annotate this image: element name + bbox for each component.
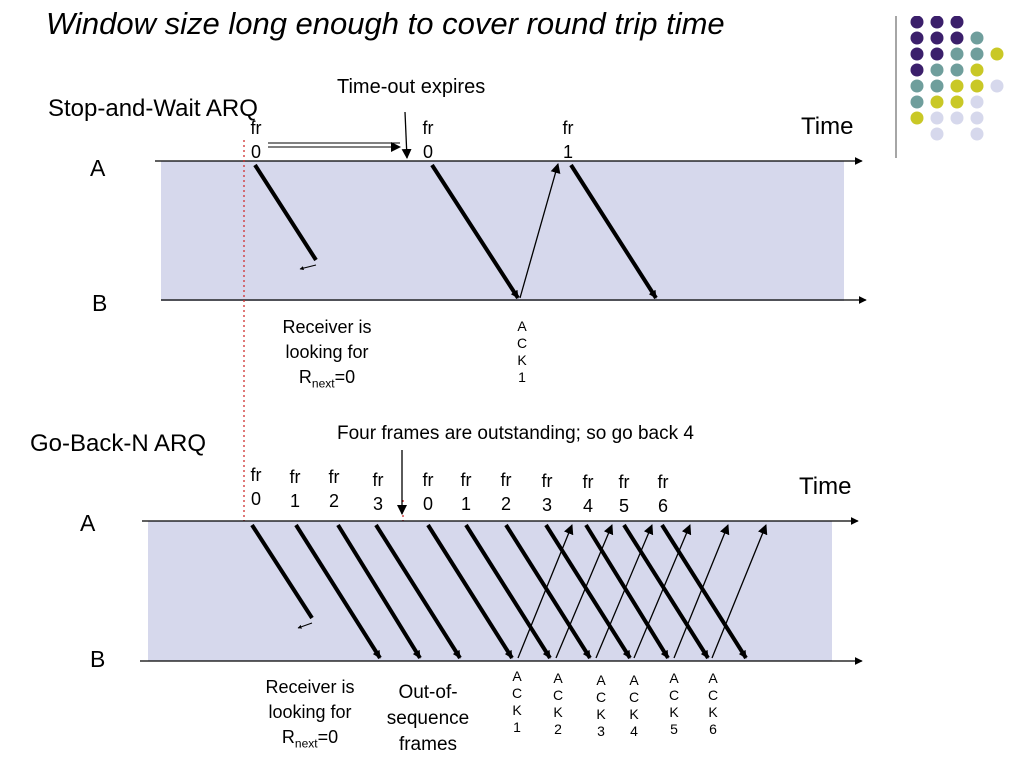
ack-arrow: [519, 163, 561, 299]
frame-arrow: [426, 523, 514, 660]
dot-grid-logo: [895, 16, 1004, 158]
frame-arrow: [544, 523, 632, 660]
outstanding-label: Four frames are outstanding; so go back …: [337, 423, 694, 444]
ack-arrow: [517, 524, 574, 659]
gbn-band: [148, 521, 832, 661]
frame-arrow: [569, 163, 658, 300]
frame-arrow: [622, 523, 710, 660]
frame-arrow: [504, 523, 592, 660]
gbn-frame-arrows: [294, 523, 748, 660]
timeout-label: Time-out expires: [337, 76, 486, 98]
ack-arrow: [595, 524, 654, 659]
frame-arrow-lost-tail: [299, 264, 317, 271]
frame-arrow: [430, 163, 520, 300]
ack-arrow: [673, 524, 730, 659]
sw-heading: Stop-and-Wait ARQ: [48, 95, 258, 122]
gbn-receiver-note: Receiver is looking for Rnext=0: [265, 677, 355, 751]
gbn-heading: Go-Back-N ARQ: [30, 430, 207, 457]
gbn-station-b: B: [90, 646, 106, 672]
frame-arrow-lost: [250, 523, 314, 620]
ack-arrow: [633, 524, 692, 659]
frame-arrow: [336, 523, 422, 660]
frame-arrow: [374, 523, 462, 660]
sw-receiver-note: Receiver is looking for Rnext=0: [282, 317, 372, 391]
frame-arrow: [464, 523, 552, 660]
frame-arrow-lost: [253, 163, 318, 262]
frame-arrow-lost-tail: [297, 622, 313, 629]
sw-station-a: A: [90, 155, 106, 181]
timeout-pointer: [401, 111, 412, 159]
gbn-station-a: A: [80, 510, 96, 536]
gbn-time-label: Time: [799, 473, 852, 500]
sw-station-b: B: [92, 290, 108, 316]
sw-time-label: Time: [801, 113, 854, 140]
frame-arrow: [660, 523, 748, 660]
frame-arrow: [584, 523, 670, 660]
slide-title: Window size long enough to cover round t…: [46, 6, 725, 41]
gbn-ack-arrows: [517, 524, 768, 659]
dot-grid: [910, 16, 1004, 141]
sw-band: [161, 161, 844, 301]
ack-arrow: [555, 524, 614, 659]
frame-arrow: [294, 523, 382, 660]
ack-arrow: [711, 524, 768, 659]
out-of-sequence-note: Out-of- sequence frames: [386, 682, 470, 755]
